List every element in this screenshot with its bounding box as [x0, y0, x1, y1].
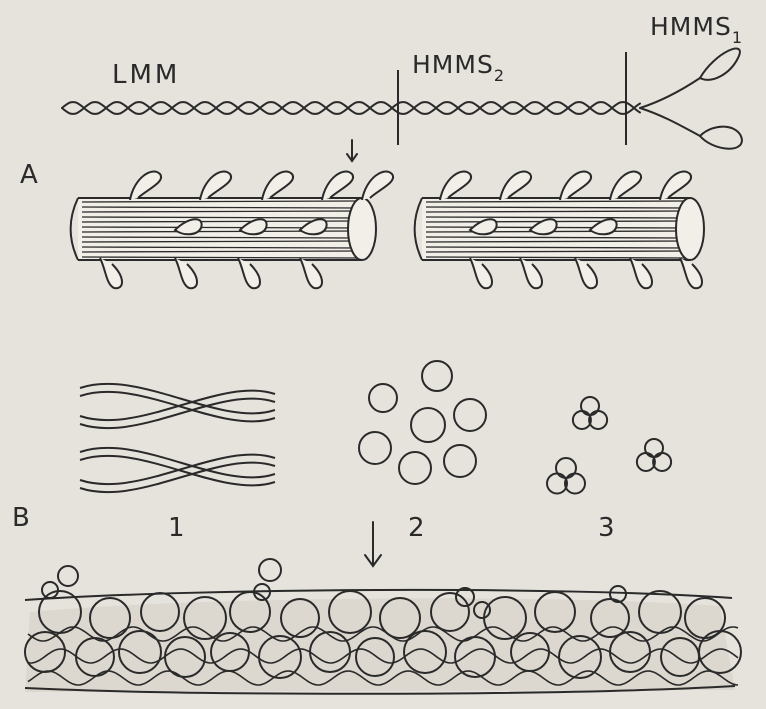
cross-section-2-circles — [359, 361, 486, 484]
cross-bridge-head-down — [238, 258, 260, 288]
cross-section-3-triplets — [547, 397, 671, 494]
cross-bridge-head-up — [440, 172, 471, 200]
cross-bridge-head-down — [520, 258, 542, 288]
filament-circle — [454, 399, 486, 431]
hmm-s2-text: HMMS — [412, 50, 494, 79]
filament-circle — [359, 432, 391, 464]
cross-section-1-label: 1 — [168, 515, 185, 541]
strand-pair-top — [80, 384, 275, 428]
cross-bridge-head-up — [610, 172, 641, 200]
thick-filament-left — [71, 172, 394, 289]
filament-circle — [369, 384, 397, 412]
cross-section-1-strands — [80, 384, 275, 492]
hmm-s2-label: HMMS2 — [412, 52, 505, 77]
strand-pair-bottom — [80, 448, 275, 492]
cross-bridge-head-down — [630, 258, 652, 288]
head-neck-upper — [640, 78, 700, 108]
down-arrow — [365, 522, 381, 566]
filament-circle — [444, 445, 476, 477]
cross-bridge-head-up — [130, 172, 161, 200]
triplet-circle — [581, 397, 599, 415]
pointer-arrow-small — [347, 140, 357, 161]
cross-bridge-head-up — [500, 172, 531, 200]
myosin-head-upper — [700, 49, 740, 80]
filament-aggregate-bundle — [25, 559, 741, 694]
cross-bridge-head-up — [362, 172, 393, 200]
panel-a-label: A — [20, 162, 38, 188]
cross-bridge-head-up — [262, 172, 293, 200]
triplet-bottom-left — [547, 458, 585, 494]
panel-b-label: B — [12, 505, 30, 531]
triplet-top — [573, 397, 607, 429]
cross-section-3-label: 3 — [598, 515, 615, 541]
bundle-small-circle — [42, 582, 58, 598]
filament-left-end — [415, 198, 423, 260]
thick-filament-right — [415, 172, 705, 289]
triplet-bottom-right — [637, 439, 671, 471]
hmm-s2-subscript: 2 — [494, 66, 505, 85]
filament-circle — [422, 361, 452, 391]
strand-outline — [80, 391, 275, 421]
bundle-small-circle — [58, 566, 78, 586]
hmm-s1-subscript: 1 — [732, 28, 743, 47]
filament-end-face — [348, 198, 376, 260]
cross-bridge-head-down — [100, 258, 122, 288]
filament-end-face — [676, 198, 704, 260]
triplet-circle — [645, 439, 663, 457]
filament-circle — [411, 408, 445, 442]
head-neck-lower — [640, 108, 700, 136]
cross-bridge-head-up — [660, 172, 691, 200]
hmm-s1-text: HMMS — [650, 12, 732, 41]
lmm-label: LMM — [112, 62, 180, 88]
filament-circle — [399, 452, 431, 484]
cross-bridge-head-down — [175, 258, 197, 288]
bundle-small-circle — [610, 586, 626, 602]
cross-bridge-head-up — [560, 172, 591, 200]
filament-left-end — [71, 198, 79, 260]
cross-bridge-head-down — [680, 258, 702, 288]
cross-bridge-head-up — [200, 172, 231, 200]
triplet-circle — [556, 458, 576, 478]
hmm-s1-label: HMMS1 — [650, 14, 743, 39]
cross-section-2-label: 2 — [408, 515, 425, 541]
cross-bridge-head-down — [300, 258, 322, 288]
cross-bridge-head-down — [470, 258, 492, 288]
cross-bridge-head-up — [322, 172, 353, 200]
strand-outline — [80, 455, 275, 485]
myosin-head-lower — [700, 127, 742, 149]
bundle-small-circle — [259, 559, 281, 581]
cross-bridge-head-down — [575, 258, 597, 288]
